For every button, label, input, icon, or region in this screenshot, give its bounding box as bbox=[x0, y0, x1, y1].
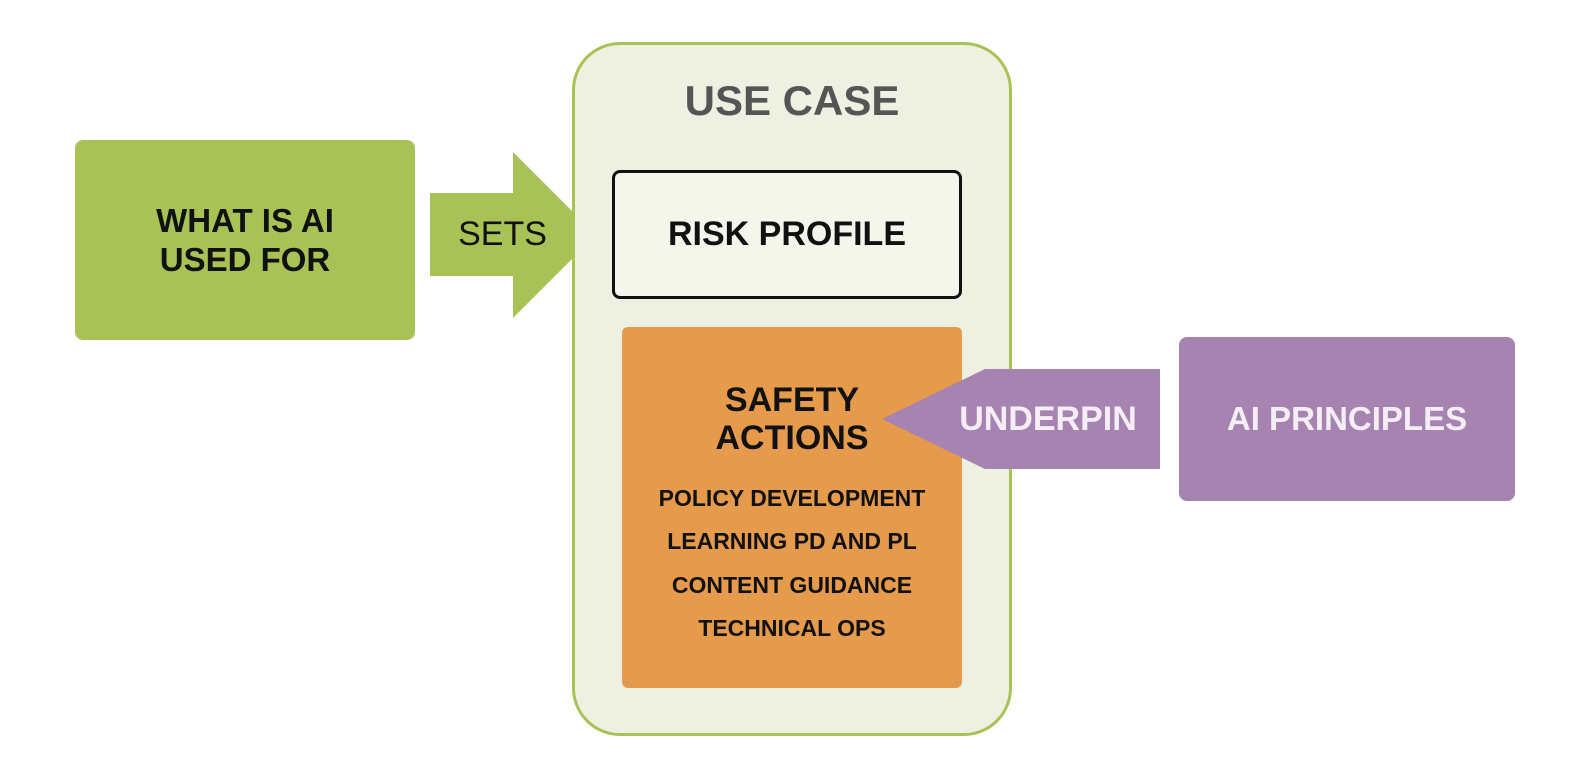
sets-arrow-shape bbox=[430, 152, 596, 318]
safety-item-learning: LEARNING PD AND PL bbox=[667, 527, 917, 554]
safety-item-technical: TECHNICAL OPS bbox=[698, 614, 886, 641]
safety-title-line-2: ACTIONS bbox=[715, 419, 869, 457]
risk-profile-box: RISK PROFILE bbox=[612, 170, 962, 299]
sets-arrow-label: SETS bbox=[458, 214, 547, 253]
what-box-line-2: USED FOR bbox=[159, 241, 331, 278]
underpin-arrow-shape bbox=[882, 369, 1160, 469]
what-box-line-1: WHAT IS AI bbox=[156, 202, 334, 239]
ai-principles-box: AI PRINCIPLES bbox=[1179, 337, 1515, 501]
safety-item-content: CONTENT GUIDANCE bbox=[671, 571, 913, 598]
what-is-ai-used-for-box: WHAT IS AI USED FOR bbox=[75, 140, 415, 340]
use-case-title: USE CASE bbox=[684, 77, 900, 124]
safety-actions-box bbox=[622, 327, 962, 688]
underpin-arrow-label: UNDERPIN bbox=[959, 399, 1137, 438]
safety-item-policy: POLICY DEVELOPMENT bbox=[658, 484, 926, 511]
safety-title-line-1: SAFETY bbox=[724, 381, 860, 419]
safety-actions-title: SAFETY ACTIONS bbox=[622, 380, 962, 458]
